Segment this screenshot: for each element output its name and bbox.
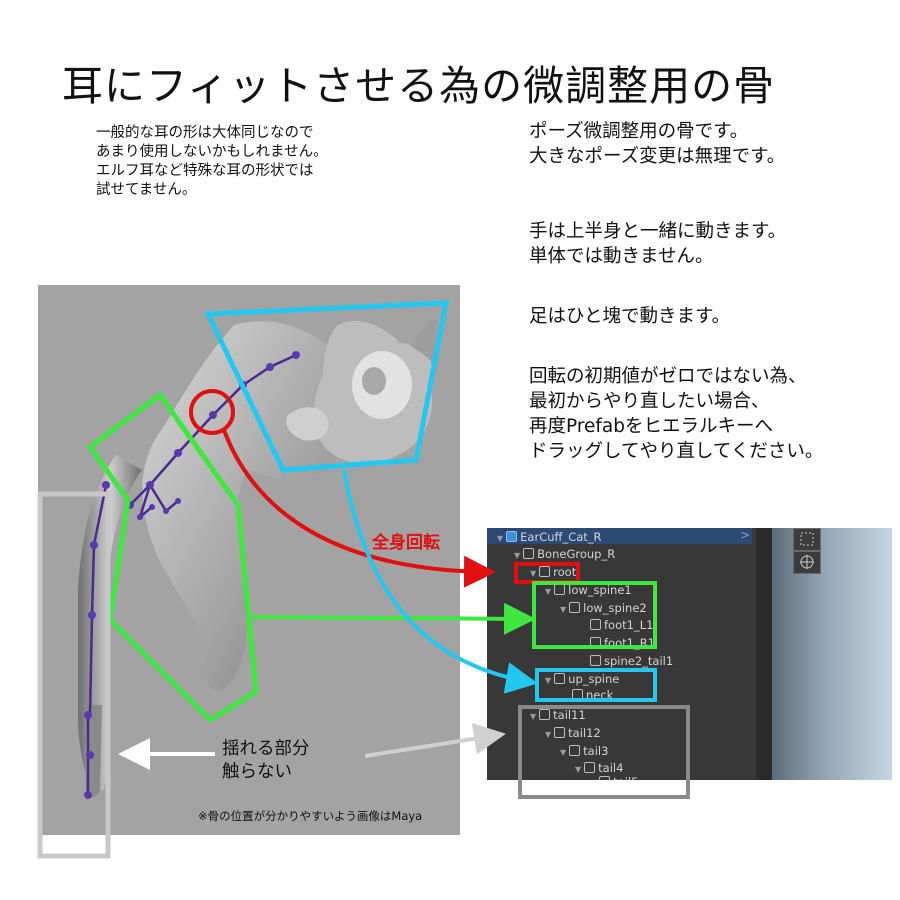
- expand-arrow-icon[interactable]: >: [740, 528, 751, 542]
- note-pose-adjust: ポーズ微調整用の骨です。 大きなポーズ変更は無理です。: [529, 121, 786, 167]
- panel-divider: [756, 528, 772, 780]
- hierarchy-item[interactable]: ▼ up_spine: [545, 673, 619, 687]
- hierarchy-item[interactable]: foot1_R1: [590, 637, 655, 650]
- transform-tool-icon: [800, 555, 814, 569]
- bone-object-icon: [590, 637, 601, 648]
- full-rotation-label: 全身回転: [372, 533, 440, 553]
- bone-object-icon: [572, 689, 583, 700]
- hierarchy-item[interactable]: ▼ tail5: [590, 776, 638, 780]
- hierarchy-item-label: tail4: [598, 761, 624, 775]
- transform-tool-button[interactable]: [793, 551, 821, 574]
- expand-triangle-icon[interactable]: ▼: [545, 730, 552, 739]
- bone-object-icon: [539, 566, 551, 577]
- hierarchy-item-label: low_spine1: [568, 583, 632, 597]
- cat-tail-tip: [84, 705, 102, 798]
- bone-object-icon: [590, 655, 601, 666]
- hierarchy-item[interactable]: ▼ low_spine1: [545, 584, 632, 598]
- hierarchy-item-label: tail3: [583, 744, 609, 758]
- hierarchy-item-label: foot1_R1: [604, 636, 656, 650]
- hierarchy-item[interactable]: ▼ EarCuff_Cat_R: [497, 531, 602, 545]
- bone-object-icon: [554, 727, 566, 738]
- hierarchy-item-label: BoneGroup_R: [537, 547, 616, 561]
- bone-object-icon: [523, 548, 535, 559]
- hierarchy-item[interactable]: ▼ tail12: [545, 727, 601, 741]
- selected-row-highlight: [487, 528, 752, 544]
- hierarchy-item[interactable]: ▼ BoneGroup_R: [514, 548, 615, 562]
- bone-object-icon: [569, 602, 581, 613]
- viewport-caption: ※骨の位置が分かりやすいよう画像はMaya: [198, 809, 423, 823]
- bone-object-icon: [569, 745, 581, 756]
- page-title: 耳にフィットさせる為の微調整用の骨: [62, 62, 776, 110]
- note-reset: 回転の初期値がゼロではない為、 最初からやり直したい場合、 再度Prefabをヒ…: [529, 366, 824, 462]
- expand-triangle-icon[interactable]: ▼: [497, 534, 504, 543]
- hierarchy-item-label: tail12: [568, 726, 601, 740]
- rect-tool-button[interactable]: [793, 528, 821, 551]
- bone-object-icon: [554, 584, 566, 595]
- expand-triangle-icon[interactable]: ▼: [545, 676, 552, 685]
- hierarchy-item[interactable]: ▼ tail3: [560, 745, 608, 759]
- hierarchy-item-label: tail11: [553, 708, 586, 722]
- hierarchy-item-label: low_spine2: [583, 601, 647, 615]
- expand-triangle-icon[interactable]: ▼: [560, 748, 567, 757]
- expand-triangle-icon[interactable]: ▼: [530, 569, 537, 578]
- hierarchy-item-label: foot1_L1: [604, 618, 654, 632]
- expand-triangle-icon[interactable]: ▼: [575, 765, 582, 774]
- rect-tool-icon: [800, 532, 814, 546]
- scene-view-sky: [772, 528, 892, 780]
- bone-object-icon: [590, 619, 601, 630]
- sway-part-label: 揺れる部分 触らない: [222, 739, 310, 782]
- hierarchy-item-label: root: [553, 565, 577, 579]
- hierarchy-item[interactable]: ▼ tail4: [575, 762, 623, 776]
- note-ear-shape: 一般的な耳の形は大体同じなので あまり使用しないかもしれません。 エルフ耳など特…: [96, 125, 328, 198]
- hierarchy-item-label: neck: [586, 688, 614, 702]
- prefab-icon: [506, 531, 518, 542]
- note-feet: 足はひと塊で動きます。: [529, 306, 731, 327]
- bone-object-icon: [584, 762, 596, 773]
- hierarchy-item[interactable]: ▼ low_spine2: [560, 602, 647, 616]
- expand-triangle-icon[interactable]: ▼: [530, 712, 537, 721]
- expand-triangle-icon[interactable]: ▼: [514, 551, 521, 560]
- hierarchy-item[interactable]: foot1_L1: [590, 619, 653, 632]
- expand-triangle-icon[interactable]: ▼: [590, 779, 596, 780]
- hierarchy-item[interactable]: spine2_tail1: [590, 655, 673, 668]
- hierarchy-item-label: tail5: [613, 776, 638, 780]
- bone-object-icon: [539, 709, 551, 720]
- note-hands: 手は上半身と一緒に動きます。 単体では動きません。: [529, 221, 787, 267]
- bone-object-icon: [599, 776, 611, 780]
- hierarchy-item-label: spine2_tail1: [604, 654, 674, 668]
- hierarchy-item-label: EarCuff_Cat_R: [520, 530, 602, 544]
- bone-object-icon: [554, 673, 566, 684]
- expand-triangle-icon[interactable]: ▼: [545, 587, 552, 596]
- expand-triangle-icon[interactable]: ▼: [560, 605, 567, 614]
- hierarchy-item-label: up_spine: [568, 672, 620, 686]
- hierarchy-item[interactable]: neck: [572, 689, 613, 702]
- hierarchy-item[interactable]: ▼ root: [530, 566, 576, 580]
- hierarchy-item[interactable]: ▼ tail11: [530, 709, 586, 723]
